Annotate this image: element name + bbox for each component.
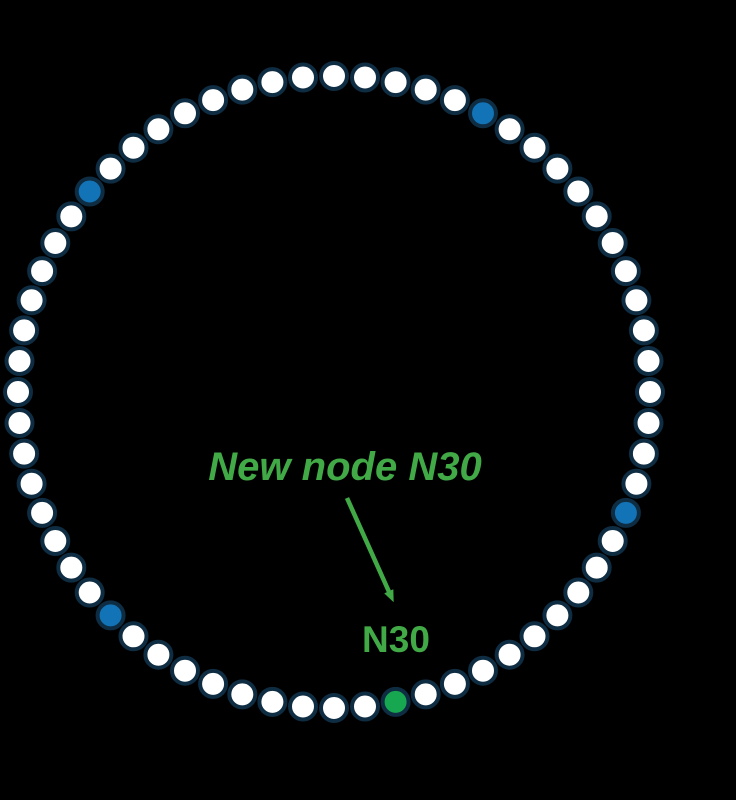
- ring-node: [257, 67, 288, 98]
- highlighted-node: [74, 176, 105, 207]
- ring-node: [319, 693, 349, 723]
- ring-node: [410, 74, 441, 105]
- ring-node: [9, 315, 40, 346]
- ring-node: [410, 679, 441, 710]
- ring-node: [519, 132, 550, 163]
- ring-node: [288, 691, 318, 722]
- highlighted-node: [468, 98, 498, 129]
- ring-node: [635, 377, 665, 407]
- ring-nodes: [3, 61, 665, 723]
- ring-node: [27, 256, 58, 287]
- ring-node: [581, 552, 612, 583]
- ring-node: [118, 132, 149, 163]
- ring-node: [494, 639, 525, 670]
- ring-node: [16, 468, 47, 499]
- ring-node: [3, 377, 33, 407]
- ring-node: [56, 552, 87, 583]
- ring-node: [143, 639, 174, 670]
- ring-node: [597, 228, 628, 258]
- ring-node: [380, 67, 411, 98]
- ring-node: [16, 285, 47, 316]
- ring-node: [563, 577, 594, 608]
- ring-node: [439, 85, 470, 116]
- ring-node: [143, 114, 174, 145]
- ring-node: [597, 526, 628, 556]
- ring-node: [628, 315, 659, 346]
- ring-node: [227, 74, 258, 105]
- ring-node: [27, 497, 58, 528]
- ring-node: [563, 176, 594, 207]
- ring-node: [621, 468, 652, 499]
- ring-node: [621, 285, 652, 316]
- ring-node: [118, 621, 149, 652]
- ring-node: [74, 577, 105, 608]
- ring-node: [350, 62, 380, 93]
- highlighted-node: [610, 497, 641, 528]
- ring-node: [350, 691, 380, 722]
- ring-node: [542, 600, 573, 631]
- ring-node: [170, 655, 200, 686]
- ring-node: [288, 62, 318, 93]
- ring-node: [4, 346, 35, 376]
- ring-node: [439, 668, 470, 699]
- new-node-label: N30: [362, 619, 430, 660]
- new-node-n30: [380, 686, 411, 717]
- ring-node: [319, 61, 349, 91]
- annotation-arrow: [344, 497, 394, 603]
- highlighted-node: [95, 600, 126, 631]
- ring-node: [56, 201, 87, 232]
- ring-node: [95, 153, 126, 184]
- ring-node: [542, 153, 573, 184]
- ring-node: [468, 655, 498, 686]
- ring-node: [198, 85, 229, 116]
- ring-node: [494, 114, 525, 145]
- ring-node: [628, 438, 659, 469]
- ring-node: [633, 408, 664, 438]
- ring-node: [519, 621, 550, 652]
- ring-node: [9, 438, 40, 469]
- ring-node: [257, 686, 288, 717]
- ring-node: [4, 408, 35, 438]
- ring-node: [40, 228, 71, 258]
- ring-node: [633, 346, 664, 376]
- ring-node: [581, 201, 612, 232]
- annotation-label: New node N30: [208, 445, 481, 489]
- ring-node: [40, 526, 71, 556]
- ring-node: [198, 668, 229, 699]
- ring-node: [170, 98, 200, 129]
- ring-node: [610, 256, 641, 287]
- ring-node: [227, 679, 258, 710]
